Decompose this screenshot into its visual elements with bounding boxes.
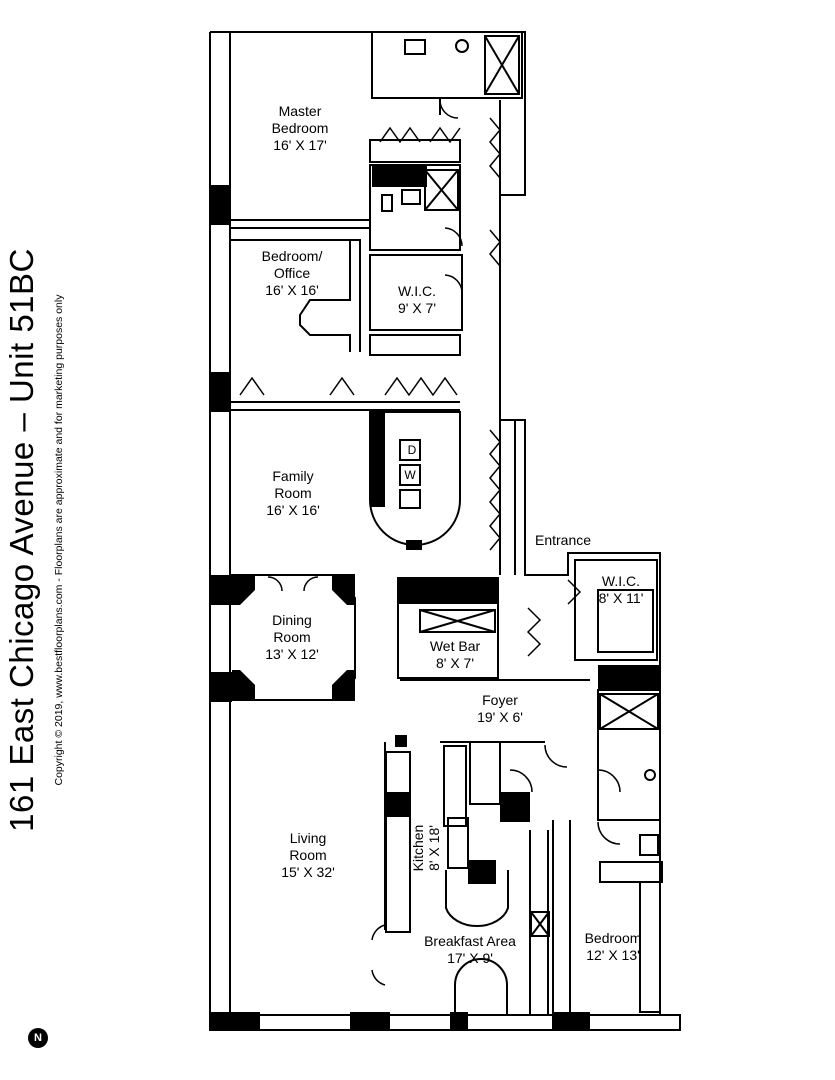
- room-living-room: Living Room 15' X 32': [281, 830, 335, 880]
- room-foyer: Foyer 19' X 6': [477, 692, 523, 725]
- dryer-label: D: [407, 443, 417, 457]
- room-breakfast-area: Breakfast Area 17' X 9': [424, 933, 516, 966]
- exterior-wall: [209, 31, 681, 1031]
- washer-label: W: [404, 468, 416, 482]
- room-wic-upper: W.I.C. 9' X 7': [397, 283, 437, 316]
- room-wic-lower: W.I.C. 8' X 11': [598, 573, 644, 606]
- room-kitchen: Kitchen 8' X 18': [410, 824, 442, 872]
- entrance-label: Entrance: [535, 532, 592, 548]
- room-master-bedroom: Master Bedroom 16' X 17': [271, 103, 329, 153]
- room-family-room: Family Room 16' X 16': [266, 468, 320, 518]
- room-dining-room: Dining Room 13' X 12': [265, 612, 319, 662]
- room-wet-bar: Wet Bar 8' X 7': [429, 638, 481, 671]
- north-arrow-icon: N: [28, 1028, 48, 1048]
- room-bedroom-office: Bedroom/ Office 16' X 16': [261, 248, 323, 298]
- room-bedroom: Bedroom 12' X 13': [584, 930, 642, 963]
